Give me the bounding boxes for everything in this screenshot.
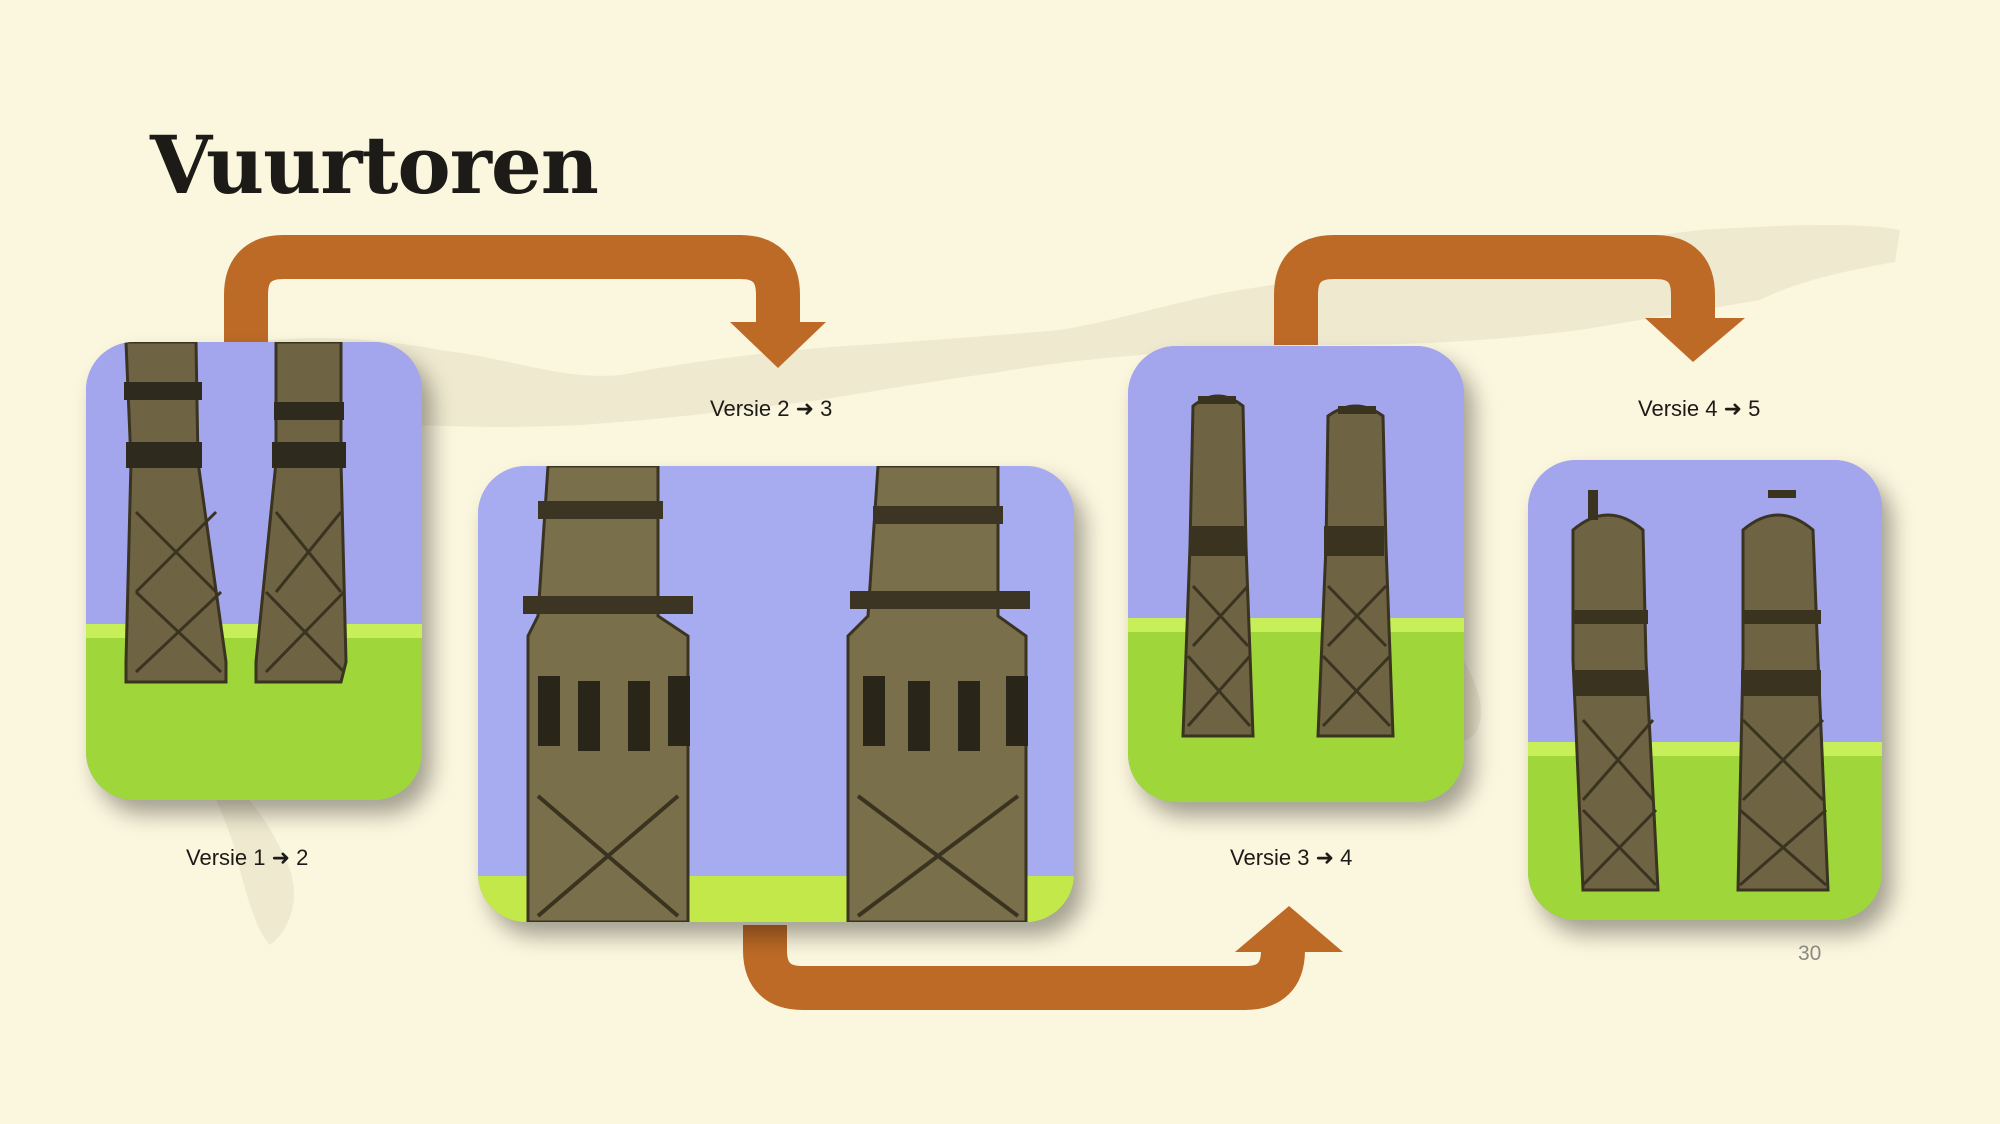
photo-versie-2-3 (478, 466, 1074, 922)
arrow-1-to-2 (224, 235, 800, 345)
caption-versie-3-4: Versie 3 ➜ 4 (1230, 845, 1353, 870)
arrow-3-to-4-head (1645, 318, 1745, 362)
slide-title: Vuurtoren (150, 118, 599, 212)
arrow-2-to-3 (743, 925, 1305, 1010)
page-number: 30 (1798, 942, 1822, 965)
arrow-3-to-4 (1274, 235, 1715, 345)
caption-versie-1-2: Versie 1 ➜ 2 (186, 845, 309, 870)
photo-versie-3-4 (1128, 346, 1464, 802)
caption-versie-4-5: Versie 4 ➜ 5 (1638, 396, 1761, 421)
lighthouse-image (1128, 346, 1464, 802)
arrow-2-to-3-head (1235, 906, 1343, 952)
lighthouse-image (478, 466, 1074, 922)
lighthouse-image (86, 342, 422, 800)
arrow-1-to-2-head (730, 322, 826, 368)
caption-versie-2-3: Versie 2 ➜ 3 (710, 396, 833, 421)
lighthouse-image (1528, 460, 1882, 920)
photo-versie-4-5 (1528, 460, 1882, 920)
photo-versie-1-2 (86, 342, 422, 800)
